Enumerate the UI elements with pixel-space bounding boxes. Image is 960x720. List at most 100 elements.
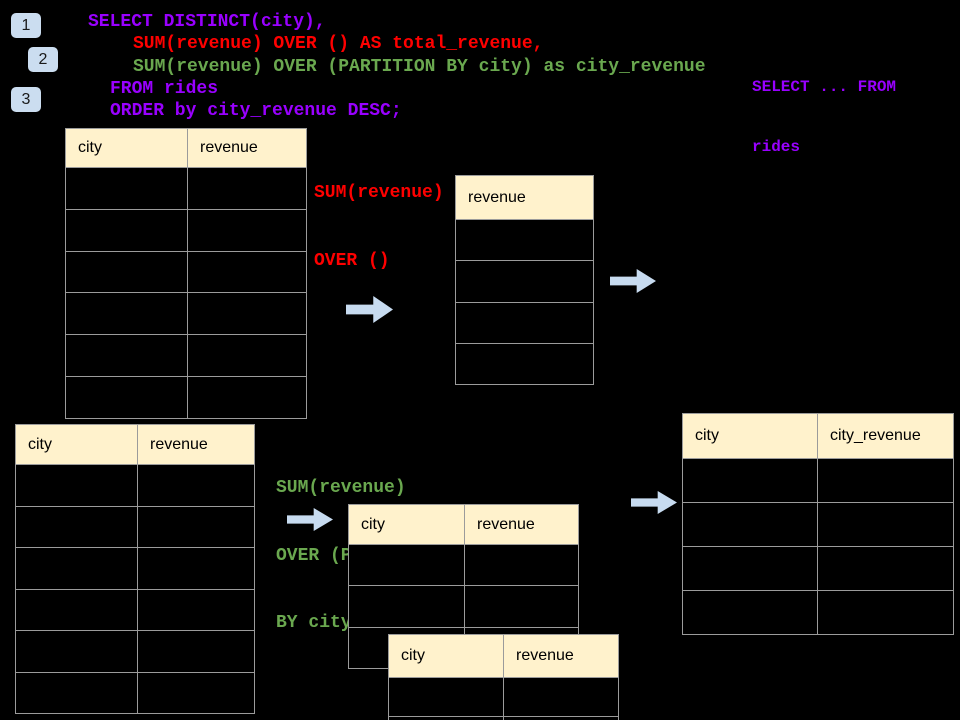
table-cell [464,544,578,586]
table-cell [66,376,187,418]
table-cell [187,334,306,377]
sql-line-order-by: ORDER by city_revenue DESC; [110,101,402,121]
table-cell [817,502,953,546]
annotation-window-total: SUM(revenue) OVER () [314,137,444,317]
table-cell [503,677,618,716]
table-cell [349,544,464,586]
table-cell [16,630,137,672]
table-row [389,677,618,716]
table-row [66,208,306,251]
annotation-line: OVER () [314,250,390,271]
table-row [16,464,254,506]
table-row [456,342,593,384]
annotation-from-rides: SELECT ... FROM rides [752,37,896,197]
table-row [16,505,254,547]
column-header-city: city [66,129,187,167]
table-row [683,590,953,634]
table-cell [187,208,306,251]
table-cell [456,342,593,384]
table-row [683,458,953,502]
column-header-revenue: revenue [456,176,593,219]
right-arrow-icon [631,491,677,514]
table-cell [817,458,953,502]
table-row [349,544,578,586]
annotation-line: rides [752,138,801,156]
city-revenue-result-table: city city_revenue [682,413,954,635]
table-cell [389,677,503,716]
table-cell [137,671,254,713]
table-cell [16,671,137,713]
annotation-line: SUM(revenue) [314,183,444,203]
table-row [66,250,306,293]
table-header-row: city revenue [66,129,306,167]
table-cell [137,588,254,630]
table-cell [137,464,254,506]
column-header-revenue: revenue [464,505,578,544]
source-table-top: city revenue [65,128,307,419]
column-header-revenue: revenue [137,425,254,464]
table-cell [66,292,187,335]
sql-line-total-revenue: SUM(revenue) OVER () AS total_revenue, [133,34,544,54]
column-header-city-revenue: city_revenue [817,414,953,458]
table-cell [683,590,817,634]
table-cell [683,546,817,590]
table-cell [137,547,254,589]
table-cell [503,716,618,720]
step-badge-1: 1 [11,13,41,38]
table-cell [456,219,593,261]
table-row [16,588,254,630]
table-cell [66,250,187,293]
table-row [683,502,953,546]
table-header-row: revenue [456,176,593,219]
table-row [456,260,593,302]
column-header-revenue: revenue [187,129,306,167]
table-cell [817,590,953,634]
table-row [456,301,593,343]
table-header-row: city city_revenue [683,414,953,458]
column-header-city: city [16,425,137,464]
partition-overlap-table: city revenue [388,634,619,720]
table-header-row: city revenue [349,505,578,544]
table-row [16,547,254,589]
table-cell [187,376,306,418]
annotation-line: SUM(revenue) [276,478,406,498]
right-arrow-icon [610,269,656,293]
table-header-row: city revenue [389,635,618,677]
column-header-revenue: revenue [503,635,618,677]
table-cell [683,502,817,546]
table-cell [456,301,593,343]
table-row [683,546,953,590]
table-cell [464,585,578,627]
table-cell [66,167,187,209]
table-row [66,376,306,418]
table-cell [66,208,187,251]
table-row [16,671,254,713]
source-table-bottom: city revenue [15,424,255,714]
table-header-row: city revenue [16,425,254,464]
table-cell [16,588,137,630]
table-row [66,167,306,209]
annotation-line: SELECT ... FROM [752,78,897,96]
table-row [389,716,618,720]
total-revenue-table: revenue [455,175,594,385]
table-cell [683,458,817,502]
table-cell [817,546,953,590]
table-cell [16,547,137,589]
step-badge-2: 2 [28,47,58,72]
table-row [456,219,593,261]
sql-line-city-revenue: SUM(revenue) OVER (PARTITION BY city) as… [133,57,706,77]
table-cell [16,464,137,506]
step-badge-3: 3 [11,87,41,112]
sql-line-select: SELECT DISTINCT(city), [88,12,326,32]
sql-line-from: FROM rides [110,79,219,99]
table-cell [389,716,503,720]
table-cell [456,260,593,302]
table-cell [187,292,306,335]
table-row [66,334,306,377]
table-cell [66,334,187,377]
column-header-city: city [349,505,464,544]
table-row [16,630,254,672]
table-cell [137,505,254,547]
table-cell [349,585,464,627]
